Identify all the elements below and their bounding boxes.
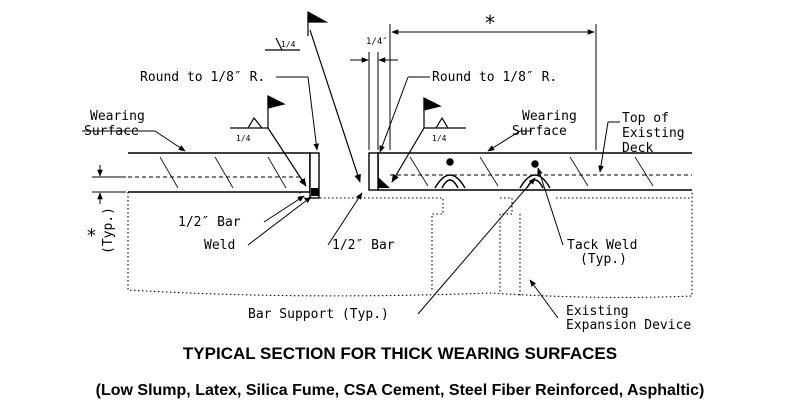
weld-right <box>378 177 390 188</box>
weld-symbol-top <box>265 10 361 183</box>
left-dimension <box>92 165 126 204</box>
figure-subtitle: (Low Slump, Latex, Silica Fume, CSA Ceme… <box>95 382 705 399</box>
quarter-label-top-weld: 1/4 <box>281 40 296 49</box>
existing-device-label-2: Expansion Device <box>566 318 691 333</box>
quarter-inch-dimension-label: 1/4″ <box>366 37 388 47</box>
top-dimension <box>350 24 597 150</box>
wearing-surface-left-label-2: Surface <box>84 124 139 139</box>
weld-left <box>311 188 319 196</box>
top-of-existing-deck-line <box>128 174 692 178</box>
bar-support-1 <box>434 158 466 189</box>
tack-weld-label-1: Tack Weld <box>567 238 637 253</box>
top-of-deck-label-2: Existing <box>622 126 685 141</box>
wearing-surface-right-label-1: Wearing <box>522 109 577 124</box>
quarter-label-left-weld: 1/4 <box>236 134 251 143</box>
bar-left <box>309 152 320 199</box>
typ-vertical-label: (Typ.) <box>101 207 116 254</box>
top-of-deck-label-1: Top of <box>622 111 669 126</box>
figure-title: TYPICAL SECTION FOR THICK WEARING SURFAC… <box>182 344 618 363</box>
wearing-surface-left <box>128 152 311 193</box>
round-label-right: Round to 1/8″ R. <box>432 70 557 85</box>
weld-symbol-right <box>391 97 466 183</box>
wearing-surface-left-label-1: Wearing <box>90 109 145 124</box>
tack-weld-label-2: (Typ.) <box>580 252 627 267</box>
wearing-surface-right <box>377 152 692 191</box>
wearing-surface-right-label-2: Surface <box>512 124 567 139</box>
weld-label: Weld <box>204 238 235 253</box>
bar-support-label: Bar Support (Typ.) <box>248 307 389 322</box>
leaders <box>82 76 620 319</box>
top-of-deck-label-3: Deck <box>622 141 653 156</box>
half-bar-left-label: 1/2″ Bar <box>178 215 241 230</box>
weld-symbol-left <box>230 95 307 187</box>
existing-device-label-1: Existing <box>566 304 629 319</box>
round-label-left: Round to 1/8″ R. <box>140 70 265 85</box>
bar-right <box>368 152 379 191</box>
half-bar-center-label: 1/2″ Bar <box>332 238 395 253</box>
asterisk-left-label: ∗ <box>86 222 97 243</box>
slab-hatching <box>159 156 654 189</box>
asterisk-top-label: * <box>484 11 496 35</box>
quarter-label-right-weld: 1/4 <box>432 134 447 143</box>
